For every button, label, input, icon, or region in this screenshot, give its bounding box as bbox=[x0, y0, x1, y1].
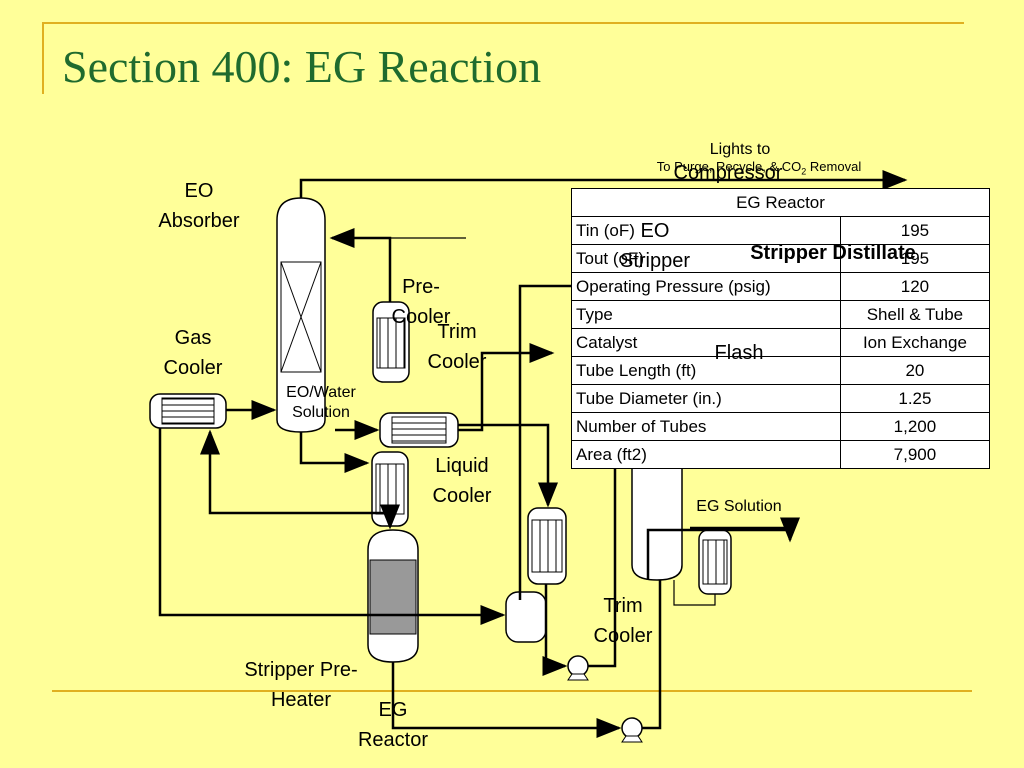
table-row: Number of Tubes 1,200 bbox=[571, 412, 991, 441]
eo-water-solution-label-line2: Solution bbox=[292, 404, 350, 421]
footer-rule bbox=[52, 690, 972, 692]
table-row: Tube Diameter (in.) 1.25 bbox=[571, 384, 991, 413]
pre-cooler-label-line1: Pre- bbox=[402, 276, 440, 298]
compressor-label: Compressor bbox=[668, 158, 788, 188]
eo-stripper-label-line1: EO bbox=[640, 220, 670, 242]
row-label: Area (ft2) bbox=[571, 440, 841, 469]
gas-cooler-label-line2: Cooler bbox=[163, 357, 223, 379]
row-value: 7,900 bbox=[839, 440, 991, 469]
stream-absorber-bottom bbox=[299, 432, 370, 473]
purge-label-prefix: To Purge, Recycle, & CO bbox=[656, 159, 802, 174]
table-row: Area (ft2) 7,900 bbox=[571, 440, 991, 469]
row-value: 195 bbox=[839, 244, 991, 273]
trim-cooler-bottom-label: Trim Cooler bbox=[580, 591, 666, 651]
stream-to-trim-cooler bbox=[458, 343, 555, 432]
lights-to-label: Lights to bbox=[690, 140, 790, 160]
stream-stripper-bottom bbox=[646, 517, 800, 580]
gas-cooler-label-line1: Gas bbox=[174, 327, 212, 349]
reactor-drum bbox=[505, 591, 547, 643]
table-row: Catalyst Ion Exchange bbox=[571, 328, 991, 357]
flash-label-text: Flash bbox=[714, 342, 764, 364]
eo-absorber-column bbox=[276, 197, 326, 433]
stripper-preheater-label-line1: Stripper Pre- bbox=[244, 659, 358, 681]
table-header: EG Reactor bbox=[571, 188, 990, 217]
stream-lights-overhead bbox=[299, 170, 908, 198]
flash-label: Flash bbox=[702, 338, 776, 368]
eo-water-solution-label: EO/Water Solution bbox=[276, 383, 366, 423]
table-row: Operating Pressure (psig) 120 bbox=[571, 272, 991, 301]
trim-cooler-top-label-line1: Trim bbox=[437, 321, 477, 343]
stripper-distillate-label-text: Stripper Distillate bbox=[750, 242, 916, 264]
stream-preheater-to-pump bbox=[542, 584, 568, 676]
table-header-row: EG Reactor bbox=[571, 188, 990, 217]
row-value: 120 bbox=[839, 272, 991, 301]
eg-reactor-label-line1: EG bbox=[378, 699, 408, 721]
middle-exchanger bbox=[379, 412, 459, 448]
pre-cooler-label: Pre- Cooler bbox=[378, 272, 464, 332]
row-value: Shell & Tube bbox=[839, 300, 991, 329]
row-label: Tube Diameter (in.) bbox=[571, 384, 841, 413]
row-value: 1.25 bbox=[839, 384, 991, 413]
row-value: 1,200 bbox=[839, 412, 991, 441]
trim-cooler-bottom-label-line1: Trim bbox=[603, 595, 643, 617]
purge-label: To Purge, Recycle, & CO2 Removal bbox=[614, 159, 904, 180]
stream-to-preheater bbox=[458, 423, 558, 508]
eo-absorber-label: EO Absorber bbox=[145, 176, 253, 236]
purge-label-suffix: Removal bbox=[806, 159, 862, 174]
eg-solution-label: EG Solution bbox=[682, 497, 796, 517]
stripper-preheater-label: Stripper Pre- Heater bbox=[226, 655, 376, 715]
trim-cooler-bottom-exchanger bbox=[698, 529, 732, 595]
trim-cooler-bottom-label-line2: Cooler bbox=[593, 625, 653, 647]
stream-feed-loop bbox=[158, 428, 506, 625]
row-value: 20 bbox=[839, 356, 991, 385]
eo-stripper-label-line2: Stripper bbox=[619, 250, 691, 272]
pump-1 bbox=[567, 655, 589, 681]
eg-solution-label-text: EG Solution bbox=[696, 498, 782, 515]
purge-label-sub: 2 bbox=[801, 166, 807, 177]
stripper-preheater-label-line2: Heater bbox=[270, 689, 332, 711]
pump-2 bbox=[621, 717, 643, 743]
gas-cooler-label: Gas Cooler bbox=[148, 323, 238, 383]
page-title: Section 400: EG Reaction bbox=[62, 41, 542, 92]
eg-reactor-spec-table: EG Reactor Tin (oF) 195 Tout (oF) 195 Op… bbox=[571, 188, 991, 469]
table-row: Type Shell & Tube bbox=[571, 300, 991, 329]
row-label: Operating Pressure (psig) bbox=[571, 272, 841, 301]
stripper-distillate-label: Stripper Distillate bbox=[722, 238, 944, 268]
title-rule-vertical bbox=[42, 22, 44, 94]
trim-cooler-top-label-line2: Cooler bbox=[427, 351, 487, 373]
liquid-cooler-label: Liquid Cooler bbox=[420, 451, 504, 511]
eo-absorber-label-line2: Absorber bbox=[158, 210, 240, 232]
pre-cooler-label-line2: Cooler bbox=[391, 306, 451, 328]
eo-absorber-label-line1: EO bbox=[184, 180, 214, 202]
row-label: Type bbox=[571, 300, 841, 329]
liquid-cooler-label-line1: Liquid bbox=[435, 455, 489, 477]
stream-trim-bottom bbox=[673, 580, 716, 606]
gas-cooler-exchanger bbox=[149, 393, 227, 429]
compressor-label-text: Compressor bbox=[673, 162, 783, 184]
eo-water-solution-label-line1: EO/Water bbox=[286, 384, 356, 401]
row-value: Ion Exchange bbox=[839, 328, 991, 357]
table-row: Tube Length (ft) 20 bbox=[571, 356, 991, 385]
trim-cooler-top-label: Trim Cooler bbox=[414, 317, 500, 377]
lights-to-label-line1: Lights to bbox=[709, 141, 771, 158]
stream-recycle-to-gas-cooler bbox=[200, 429, 385, 515]
eg-reactor-label-line2: Reactor bbox=[357, 729, 429, 751]
stripper-preheater-exchanger bbox=[527, 507, 567, 585]
eg-reactor-label: EG Reactor bbox=[344, 695, 442, 755]
stream-reactor-to-pump bbox=[391, 662, 622, 738]
stream-pump2-to-stripper bbox=[642, 580, 662, 730]
liquid-cooler-exchanger bbox=[371, 451, 409, 527]
eo-stripper-label: EO Stripper bbox=[600, 216, 710, 276]
title-rule-horizontal bbox=[42, 22, 964, 24]
liquid-cooler-label-line2: Cooler bbox=[432, 485, 492, 507]
row-label: Number of Tubes bbox=[571, 412, 841, 441]
eg-reactor-vessel bbox=[367, 529, 419, 663]
